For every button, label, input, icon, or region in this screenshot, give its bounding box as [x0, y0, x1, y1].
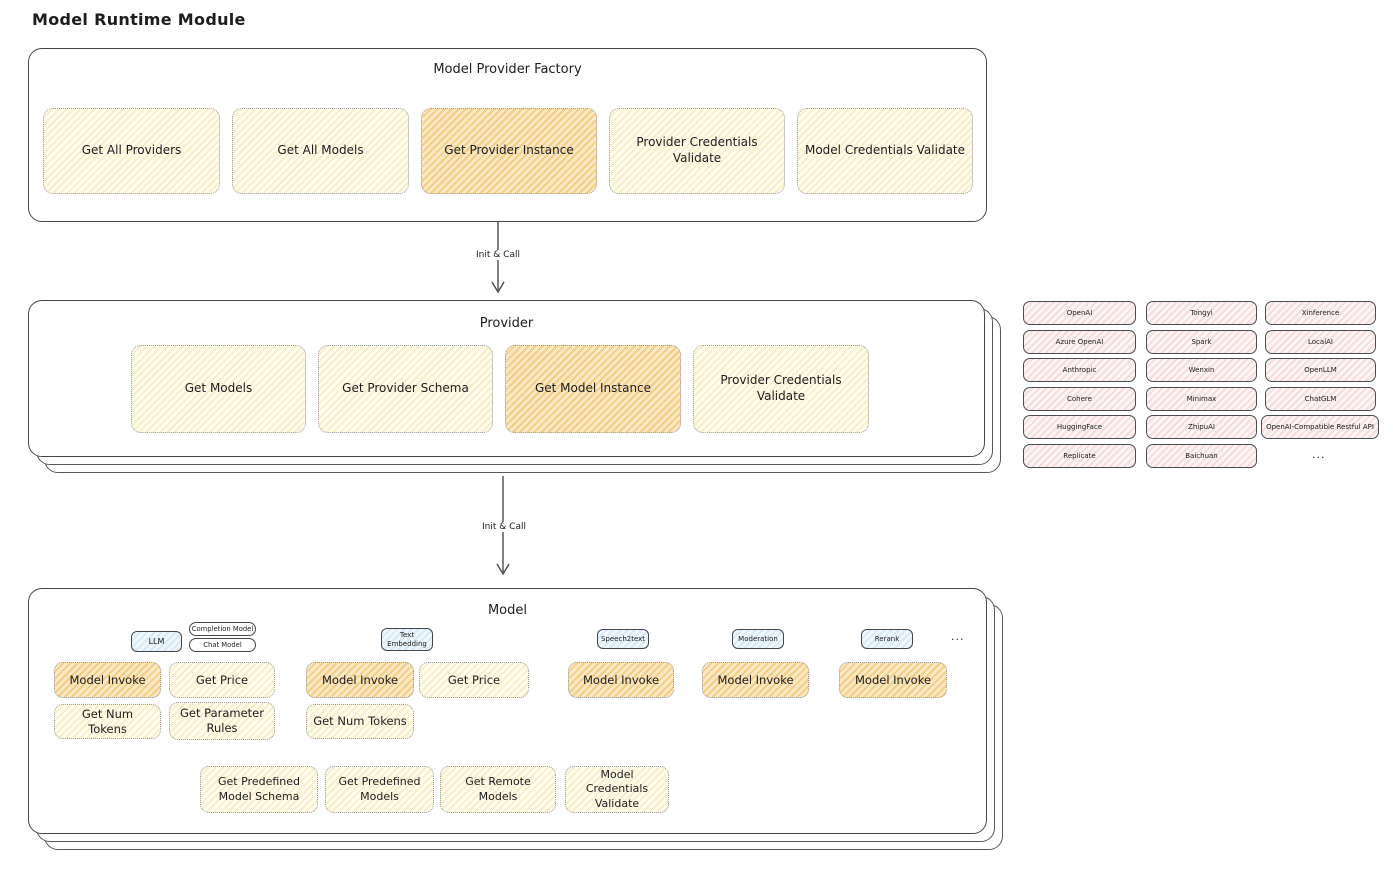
- node-get-remote-models[interactable]: Get Remote Models: [440, 766, 556, 813]
- node-embedding-get-price[interactable]: Get Price: [419, 662, 529, 698]
- provider-pill-openllm[interactable]: OpenLLM: [1265, 358, 1376, 382]
- node-rerank-model-invoke[interactable]: Model Invoke: [839, 662, 947, 698]
- provider-title: Provider: [479, 316, 534, 331]
- init-call-label-2: Init & Call: [479, 522, 529, 532]
- node-moderation-model-invoke[interactable]: Model Invoke: [702, 662, 809, 698]
- provider-pill-spark[interactable]: Spark: [1146, 330, 1257, 354]
- node-provider-credentials-validate[interactable]: Provider Credentials Validate: [609, 108, 785, 194]
- init-call-label-1: Init & Call: [473, 250, 523, 260]
- node-get-models[interactable]: Get Models: [131, 345, 306, 433]
- provider-pill-replicate[interactable]: Replicate: [1023, 444, 1136, 468]
- model-title: Model: [487, 603, 528, 618]
- provider-pill-openai[interactable]: OpenAI: [1023, 301, 1136, 325]
- provider-pill-localai[interactable]: LocalAI: [1265, 330, 1376, 354]
- node-embedding-get-num-tokens[interactable]: Get Num Tokens: [306, 704, 414, 739]
- provider-pill-zhipuai[interactable]: ZhipuAI: [1146, 415, 1257, 439]
- page-title: Model Runtime Module: [32, 10, 246, 29]
- node-llm-get-num-tokens[interactable]: Get Num Tokens: [54, 704, 161, 739]
- badge-speech2text[interactable]: Speech2text: [597, 629, 649, 649]
- provider-pill-openai-compatible[interactable]: OpenAI-Compatible Restful API: [1261, 415, 1379, 439]
- node-provider-credentials-validate-2[interactable]: Provider Credentials Validate: [693, 345, 869, 433]
- provider-pill-huggingface[interactable]: HuggingFace: [1023, 415, 1136, 439]
- badge-llm[interactable]: LLM: [131, 631, 182, 652]
- badge-text-embedding[interactable]: Text Embedding: [381, 628, 433, 651]
- provider-pill-azure-openai[interactable]: Azure OpenAI: [1023, 330, 1136, 354]
- node-get-predefined-models[interactable]: Get Predefined Models: [325, 766, 434, 813]
- node-get-all-models[interactable]: Get All Models: [232, 108, 409, 194]
- provider-pill-chatglm[interactable]: ChatGLM: [1265, 387, 1376, 411]
- node-model-credentials-validate-2[interactable]: Model Credentials Validate: [565, 766, 669, 813]
- node-embedding-model-invoke[interactable]: Model Invoke: [306, 662, 414, 698]
- model-types-ellipsis: ...: [951, 630, 965, 643]
- badge-completion-model[interactable]: Completion Model: [189, 622, 256, 636]
- node-get-predefined-model-schema[interactable]: Get Predefined Model Schema: [200, 766, 318, 813]
- node-get-provider-instance[interactable]: Get Provider Instance: [421, 108, 597, 194]
- badge-chat-model[interactable]: Chat Model: [189, 638, 256, 652]
- provider-pill-baichuan[interactable]: Baichuan: [1146, 444, 1257, 468]
- badge-moderation[interactable]: Moderation: [732, 629, 784, 649]
- node-get-provider-schema[interactable]: Get Provider Schema: [318, 345, 493, 433]
- badge-rerank[interactable]: Rerank: [861, 629, 913, 649]
- node-get-model-instance[interactable]: Get Model Instance: [505, 345, 681, 433]
- provider-pill-tongyi[interactable]: Tongyi: [1146, 301, 1257, 325]
- model-container[interactable]: Model LLM Completion Model Chat Model Te…: [28, 588, 987, 834]
- node-llm-model-invoke[interactable]: Model Invoke: [54, 662, 161, 698]
- node-speech2text-model-invoke[interactable]: Model Invoke: [568, 662, 674, 698]
- provider-list-ellipsis: ...: [1312, 448, 1326, 461]
- node-model-credentials-validate[interactable]: Model Credentials Validate: [797, 108, 973, 194]
- factory-container[interactable]: Model Provider Factory Get All Providers…: [28, 48, 987, 222]
- node-llm-get-parameter-rules[interactable]: Get Parameter Rules: [169, 702, 275, 740]
- node-llm-get-price[interactable]: Get Price: [169, 662, 275, 698]
- provider-container[interactable]: Provider Get Models Get Provider Schema …: [28, 300, 985, 457]
- provider-pill-cohere[interactable]: Cohere: [1023, 387, 1136, 411]
- node-get-all-providers[interactable]: Get All Providers: [43, 108, 220, 194]
- factory-title: Model Provider Factory: [433, 62, 582, 77]
- provider-pill-wenxin[interactable]: Wenxin: [1146, 358, 1257, 382]
- provider-pill-anthropic[interactable]: Anthropic: [1023, 358, 1136, 382]
- provider-pill-xinference[interactable]: Xinference: [1265, 301, 1376, 325]
- provider-pill-minimax[interactable]: Minimax: [1146, 387, 1257, 411]
